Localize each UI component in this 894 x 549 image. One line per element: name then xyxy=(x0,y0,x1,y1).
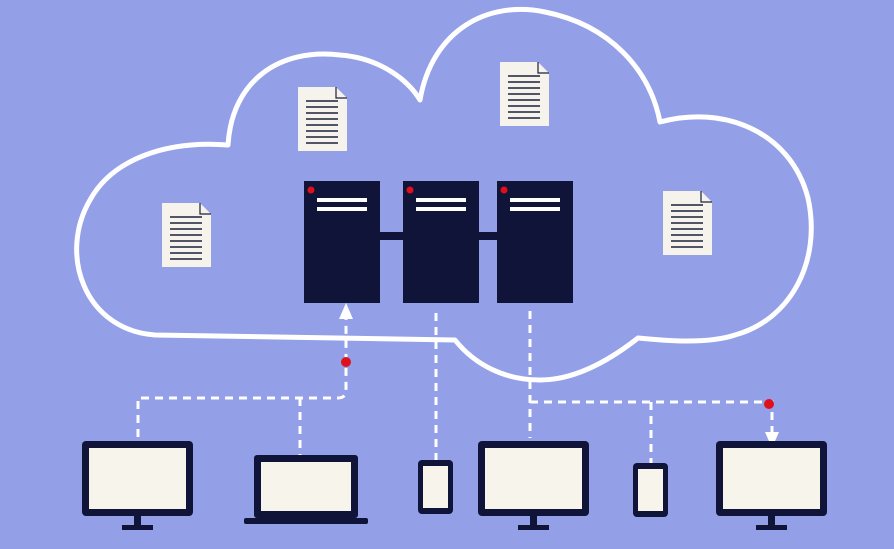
desktop-monitor-icon xyxy=(716,441,827,530)
download-arrow-icon xyxy=(765,432,779,448)
server-status-dot xyxy=(307,186,315,194)
upload-connection-line xyxy=(136,318,348,437)
server-connector xyxy=(478,232,498,240)
upload-arrow-icon xyxy=(339,303,353,319)
server-status-dot xyxy=(500,186,508,194)
server-rack-icon xyxy=(497,181,573,303)
data-packet-dot xyxy=(341,357,351,367)
cloud-outline-icon xyxy=(74,6,814,383)
server-rack-icon xyxy=(403,181,479,303)
server-connector xyxy=(378,232,404,240)
smartphone-icon xyxy=(418,460,453,514)
document-icon xyxy=(162,203,211,267)
data-packet-dot xyxy=(764,399,774,409)
document-icon xyxy=(500,62,549,126)
server-status-dot xyxy=(406,186,414,194)
desktop-monitor-icon xyxy=(82,441,193,530)
document-icon xyxy=(298,87,347,151)
desktop-monitor-icon xyxy=(478,441,589,530)
document-icon xyxy=(663,191,712,255)
server-rack-icon xyxy=(304,181,380,303)
smartphone-icon xyxy=(633,463,668,517)
laptop-icon xyxy=(244,455,368,524)
